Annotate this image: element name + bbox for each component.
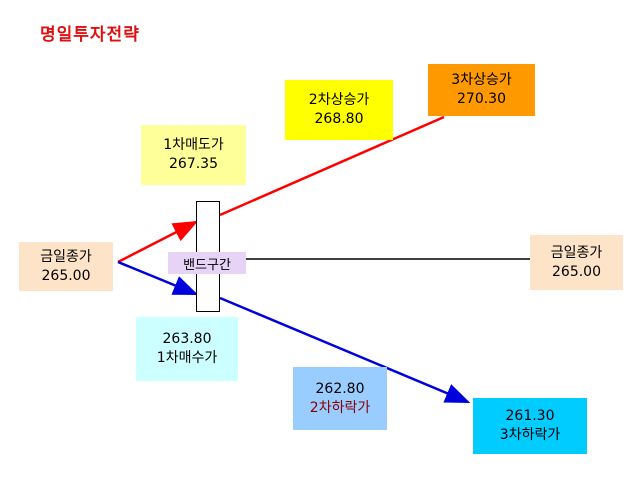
- page-title: 명일투자전략: [40, 25, 140, 45]
- buy1-label: 1차매수가: [156, 350, 218, 366]
- buy1-value: 263.80: [162, 331, 212, 347]
- sell1-value: 267.35: [169, 156, 218, 172]
- band-label: 밴드구간: [168, 252, 246, 274]
- close-left-label: 금일종가: [40, 248, 92, 265]
- down2-value: 262.80: [315, 380, 365, 397]
- up-trend-line: [219, 115, 445, 217]
- up3-box: 3차상승가 270.30: [428, 64, 535, 116]
- up2-label: 2차상승가: [308, 92, 370, 108]
- up3-label: 3차상승가: [451, 72, 512, 88]
- down2-label: 2차하락가: [309, 399, 371, 416]
- down3-label: 3차하락가: [499, 427, 561, 443]
- sell1-box: 1차매도가 267.35: [141, 125, 246, 185]
- down-arrow-line: [117, 260, 199, 296]
- down3-value: 261.30: [505, 408, 555, 424]
- up-arrow-line: [117, 220, 199, 264]
- close-right-box: 금일종가 265.00: [530, 235, 623, 290]
- close-left-box: 금일종가 265.00: [19, 242, 113, 291]
- close-left-value: 265.00: [41, 267, 91, 284]
- close-right-value: 265.00: [552, 263, 601, 280]
- up3-value: 270.30: [457, 91, 506, 107]
- down-trend-line: [219, 296, 471, 404]
- buy1-box: 263.80 1차매수가: [136, 317, 238, 381]
- down2-box: 262.80 2차하락가: [293, 367, 387, 430]
- close-right-label: 금일종가: [550, 244, 603, 261]
- up2-box: 2차상승가 268.80: [285, 80, 393, 140]
- down3-box: 261.30 3차하락가: [473, 398, 587, 454]
- up2-value: 268.80: [314, 111, 364, 127]
- sell1-label: 1차매도가: [163, 137, 224, 153]
